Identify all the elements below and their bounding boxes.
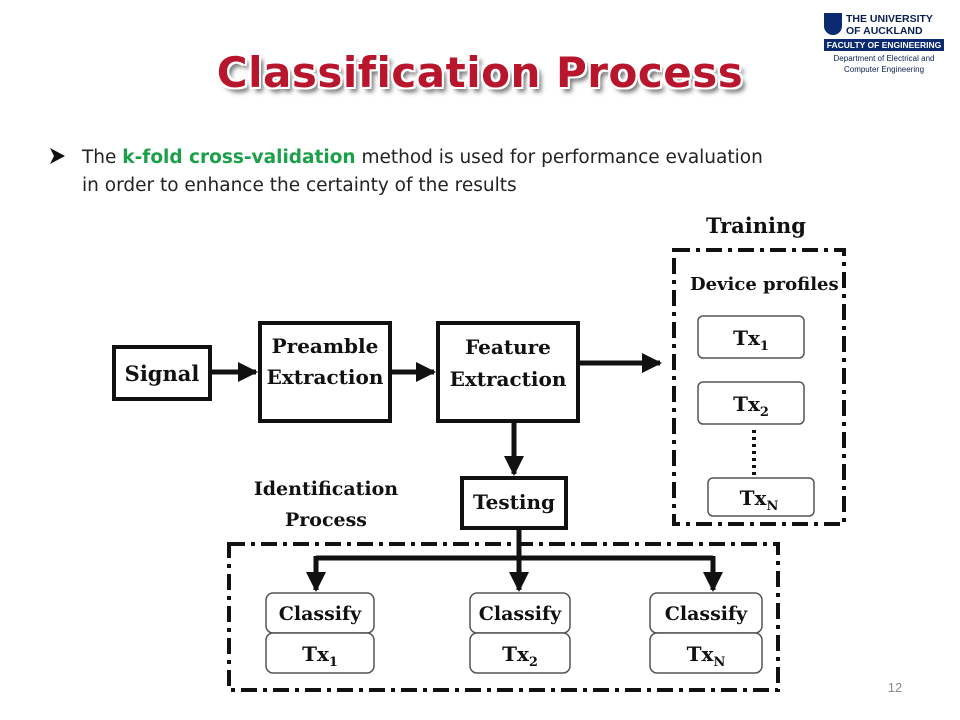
classify-label-1: Classify xyxy=(279,603,362,625)
bullet-text: The k-fold cross-validation method is us… xyxy=(82,144,782,200)
profile-label-3-base: Tx xyxy=(740,486,768,510)
profile-label-1-sub: 1 xyxy=(760,339,769,354)
classify-tx-label-2: Tx2 xyxy=(502,642,538,670)
classify-tx-2-sub: 2 xyxy=(529,655,538,670)
profile-label-3-sub: N xyxy=(766,499,778,514)
logo-department-2: Computer Engineering xyxy=(843,65,925,74)
identification-label-1: Identification xyxy=(254,478,398,500)
signal-label: Signal xyxy=(125,361,200,386)
crest-icon xyxy=(824,13,842,35)
preamble-label-1: Preamble xyxy=(272,334,379,358)
profile-label-2-sub: 2 xyxy=(760,405,769,420)
feature-label-2: Extraction xyxy=(450,367,567,391)
classify-tx-3-sub: N xyxy=(713,655,725,670)
profile-box-1 xyxy=(697,315,805,359)
arrow-bullet-icon xyxy=(50,148,65,164)
profile-label-2: Tx2 xyxy=(733,392,769,420)
classify-tx-box-1 xyxy=(265,632,375,674)
identification-label-2: Process xyxy=(285,509,367,531)
slide-title: Classification Process xyxy=(216,48,744,97)
bullet-prefix: The xyxy=(82,147,123,168)
bullet-suffix: method is used for performance evaluatio… xyxy=(82,147,763,196)
classify-label-3: Classify xyxy=(665,603,748,625)
preamble-label-2: Extraction xyxy=(267,365,384,389)
profile-box-2 xyxy=(697,381,805,425)
logo-line-1: THE UNIVERSITY xyxy=(846,13,933,25)
training-label: Training xyxy=(706,213,806,238)
training-group xyxy=(672,248,846,526)
logo-department-1: Department of Electrical and xyxy=(833,54,935,63)
profile-box-3 xyxy=(707,477,815,517)
profile-label-1-base: Tx xyxy=(733,326,761,350)
classify-tx-1-sub: 1 xyxy=(329,655,338,670)
classify-tx-2-base: Tx xyxy=(502,642,530,666)
preamble-extraction-box xyxy=(258,321,392,423)
classify-tx-box-3 xyxy=(649,632,763,674)
testing-label: Testing xyxy=(473,490,555,514)
testing-box xyxy=(460,476,568,530)
profile-label-1: Tx1 xyxy=(733,326,769,354)
classify-tx-box-2 xyxy=(469,632,571,674)
bullet-highlight: k-fold cross-validation xyxy=(122,147,356,168)
identification-group xyxy=(227,542,780,692)
classify-tx-1-base: Tx xyxy=(302,642,330,666)
feature-label-1: Feature xyxy=(465,335,551,359)
profile-label-2-base: Tx xyxy=(733,392,761,416)
classify-tx-label-3: TxN xyxy=(687,642,726,670)
classify-label-2: Classify xyxy=(479,603,562,625)
logo-line-2: OF AUCKLAND xyxy=(846,25,923,37)
logo-faculty: FACULTY OF ENGINEERING xyxy=(824,39,944,51)
feature-extraction-box xyxy=(436,321,580,423)
classify-tx-3-base: Tx xyxy=(687,642,715,666)
device-profiles-label: Device profiles xyxy=(690,274,839,295)
page-number: 12 xyxy=(887,680,903,695)
classify-tx-label-1: Tx1 xyxy=(302,642,338,670)
profile-label-3: TxN xyxy=(740,486,779,514)
